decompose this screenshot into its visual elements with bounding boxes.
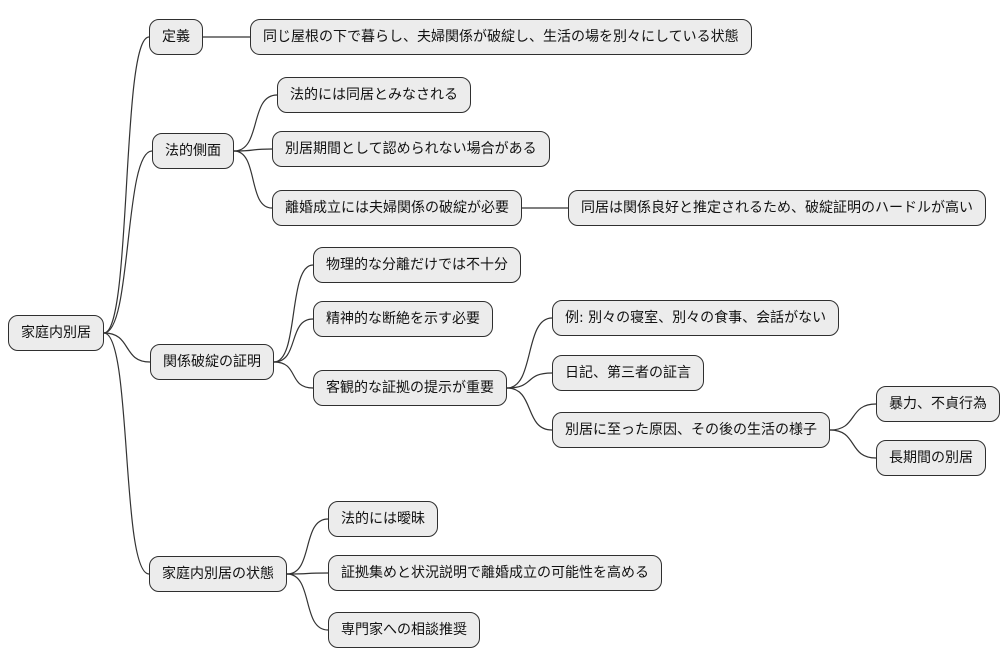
node-consult-professionals-recommended: 専門家への相談推奨 bbox=[328, 612, 480, 648]
mindmap-edge bbox=[103, 332, 151, 363]
node-long-term-separation: 長期間の別居 bbox=[876, 440, 986, 476]
mindmap-edge bbox=[103, 332, 150, 575]
node-proving-relationship-breakdown: 関係破綻の証明 bbox=[150, 344, 274, 380]
node-may-not-count-as-separation-period: 別居期間として認められない場合がある bbox=[272, 131, 550, 167]
node-diary-third-party-testimony: 日記、第三者の証言 bbox=[552, 355, 704, 391]
mindmap-edge bbox=[829, 403, 877, 431]
mindmap-edge bbox=[286, 518, 329, 575]
mindmap-edge bbox=[273, 264, 314, 363]
mindmap-edge bbox=[506, 317, 553, 389]
node-show-mental-disconnection: 精神的な断絶を示す必要 bbox=[313, 301, 493, 337]
mindmap-edge bbox=[103, 36, 150, 334]
mindmap-edge bbox=[103, 150, 153, 334]
node-evidence-raises-divorce-chance: 証拠集めと状況説明で離婚成立の可能性を高める bbox=[328, 555, 662, 591]
mindmap-edge bbox=[829, 429, 877, 459]
node-cause-of-separation-and-life-after: 別居に至った原因、その後の生活の様子 bbox=[552, 412, 830, 448]
node-objective-evidence-important: 客観的な証拠の提示が重要 bbox=[313, 370, 507, 406]
mindmap-edge bbox=[506, 372, 553, 389]
node-definition-detail: 同じ屋根の下で暮らし、夫婦関係が破綻し、生活の場を別々にしている状態 bbox=[250, 19, 752, 55]
mindmap-edge bbox=[233, 150, 273, 209]
node-violence-infidelity: 暴力、不貞行為 bbox=[876, 386, 1000, 422]
node-legally-ambiguous: 法的には曖昧 bbox=[328, 501, 438, 537]
node-definition: 定義 bbox=[149, 19, 203, 55]
mindmap-edge bbox=[273, 318, 314, 363]
mindmap-edge bbox=[233, 94, 278, 152]
mindmap-edge bbox=[506, 387, 553, 431]
mindmap-edge bbox=[286, 573, 329, 631]
node-example-separate-bedrooms-meals: 例: 別々の寝室、別々の食事、会話がない bbox=[552, 300, 840, 336]
node-in-home-separation-status: 家庭内別居の状態 bbox=[149, 556, 287, 592]
mindmap-edge bbox=[233, 148, 273, 152]
mindmap-edge bbox=[273, 361, 314, 389]
node-root-in-home-separation: 家庭内別居 bbox=[8, 315, 104, 351]
mindmap-edge bbox=[286, 572, 329, 575]
node-physical-separation-insufficient: 物理的な分離だけでは不十分 bbox=[313, 247, 521, 283]
node-breakdown-required-for-divorce: 離婚成立には夫婦関係の破綻が必要 bbox=[272, 190, 522, 226]
node-high-hurdle-to-prove-breakdown: 同居は関係良好と推定されるため、破綻証明のハードルが高い bbox=[568, 190, 986, 226]
node-legal-aspects: 法的側面 bbox=[152, 133, 234, 169]
node-legally-considered-cohabiting: 法的には同居とみなされる bbox=[277, 77, 471, 113]
